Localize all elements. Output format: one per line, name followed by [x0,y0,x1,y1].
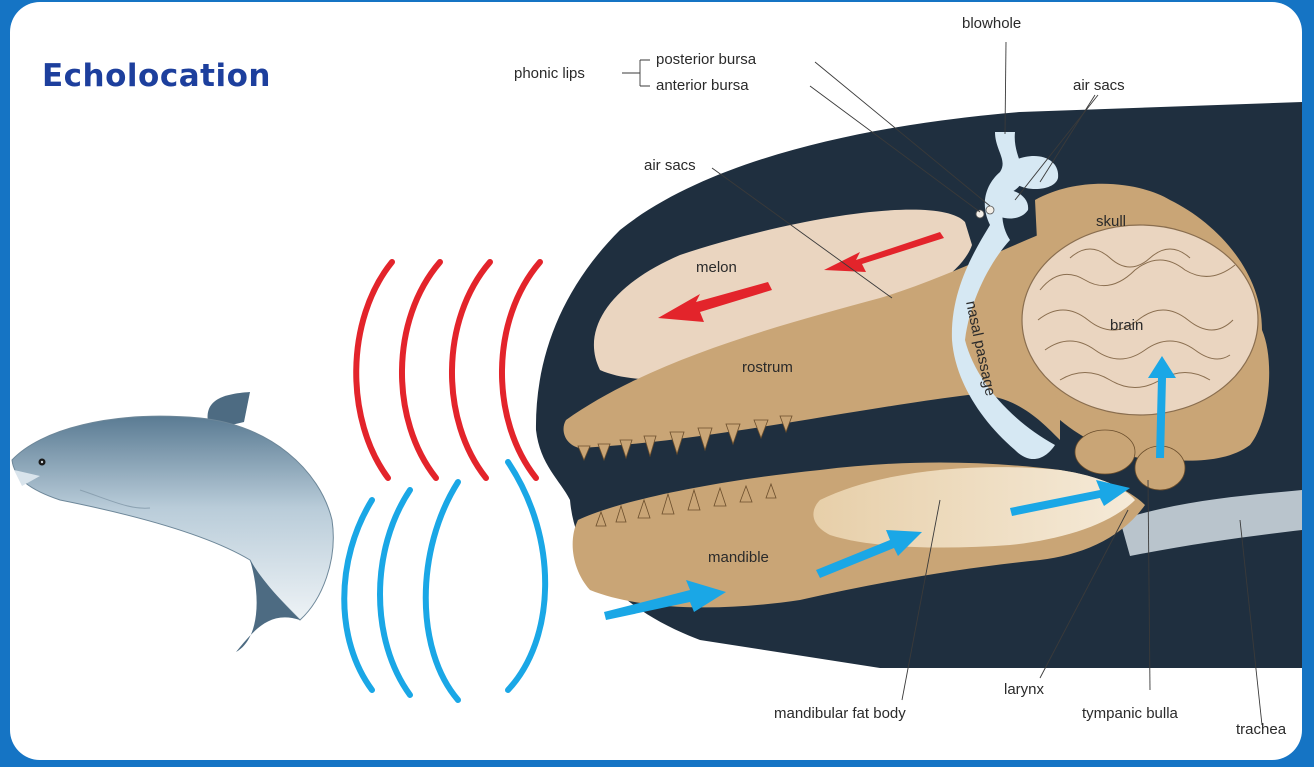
label-anterior-bursa: anterior bursa [656,77,749,94]
outgoing-sound-wave [356,262,540,478]
label-mandible: mandible [708,549,769,566]
label-air-sacs-top: air sacs [1073,77,1125,94]
returning-sound-wave [344,462,545,700]
label-brain: brain [1110,317,1143,334]
label-air-sacs-left: air sacs [644,157,696,174]
label-trachea: trachea [1236,721,1287,738]
label-melon: melon [696,259,737,276]
larynx [1075,430,1135,474]
label-mandibular-fat-body: mandibular fat body [774,705,906,722]
label-skull: skull [1096,213,1126,230]
label-blowhole: blowhole [962,15,1021,32]
label-phonic-lips: phonic lips [514,65,585,82]
phonic-lips-anterior [976,210,984,218]
label-tympanic-bulla: tympanic bulla [1082,705,1179,722]
label-larynx: larynx [1004,681,1045,698]
label-posterior-bursa: posterior bursa [656,51,757,68]
label-rostrum: rostrum [742,359,793,376]
fish-icon [12,392,333,652]
phonic-lips-posterior [986,206,994,214]
